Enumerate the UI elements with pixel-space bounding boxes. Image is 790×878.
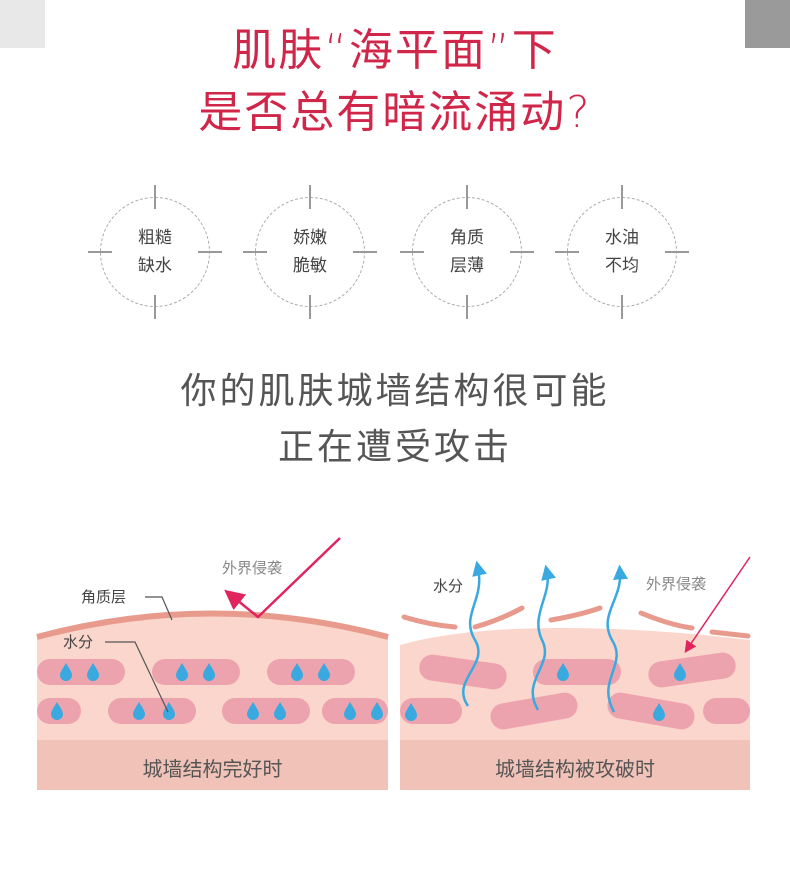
crosshair-tick — [665, 251, 689, 253]
crosshair-tick — [466, 295, 468, 319]
crosshair-tick — [353, 251, 377, 253]
subtitle-line-1: 你的肌肤城墙结构很可能 — [180, 371, 610, 412]
corner-block-left — [0, 0, 45, 48]
subtitle-line-2: 正在遭受攻击 — [277, 427, 512, 468]
left-caption: 城墙结构完好时 — [142, 757, 283, 781]
left-invasion-label: 外界侵袭 — [222, 559, 283, 577]
problem-line-1: 娇嫩 — [293, 228, 327, 248]
crosshair-tick — [466, 185, 468, 209]
crosshair-tick — [555, 251, 579, 253]
crosshair-tick — [309, 185, 311, 209]
problem-circle: 角质层薄 — [400, 185, 534, 319]
crosshair-tick — [154, 295, 156, 319]
problem-line-2: 缺水 — [138, 256, 172, 276]
right-water-label: 水分 — [433, 577, 464, 595]
intact-skin-diagram — [36, 537, 389, 790]
title-line-1: 肌肤“海平面”下 — [232, 25, 558, 76]
crosshair-tick — [510, 251, 534, 253]
problem-line-1: 角质 — [450, 228, 484, 248]
problem-circle: 水油不均 — [555, 185, 689, 319]
right-caption: 城墙结构被攻破时 — [495, 757, 655, 781]
problem-circle: 粗糙缺水 — [88, 185, 222, 319]
problem-circle: 娇嫩脆敏 — [243, 185, 377, 319]
crosshair-tick — [154, 185, 156, 209]
left-water-label: 水分 — [63, 633, 94, 651]
problem-line-2: 脆敏 — [293, 256, 327, 276]
crosshair-tick — [88, 251, 112, 253]
crosshair-tick — [621, 295, 623, 319]
water-escape-arrows — [462, 560, 629, 713]
damaged-skin-diagram — [400, 556, 751, 790]
right-invasion-label: 外界侵袭 — [646, 575, 707, 593]
crosshair-tick — [400, 251, 424, 253]
crosshair-tick — [621, 185, 623, 209]
problem-line-2: 层薄 — [450, 256, 484, 276]
crosshair-tick — [243, 251, 267, 253]
stratum-label: 角质层 — [81, 588, 127, 606]
invasion-arrow-icon — [684, 556, 751, 653]
corner-block-right — [745, 0, 790, 48]
crosshair-tick — [309, 295, 311, 319]
problem-line-2: 不均 — [605, 256, 639, 276]
title-line-2: 是否总有暗流涌动? — [198, 87, 592, 138]
invasion-arrow-icon — [224, 537, 341, 619]
problem-line-1: 水油 — [605, 228, 639, 248]
problem-line-1: 粗糙 — [138, 228, 172, 248]
crosshair-tick — [198, 251, 222, 253]
